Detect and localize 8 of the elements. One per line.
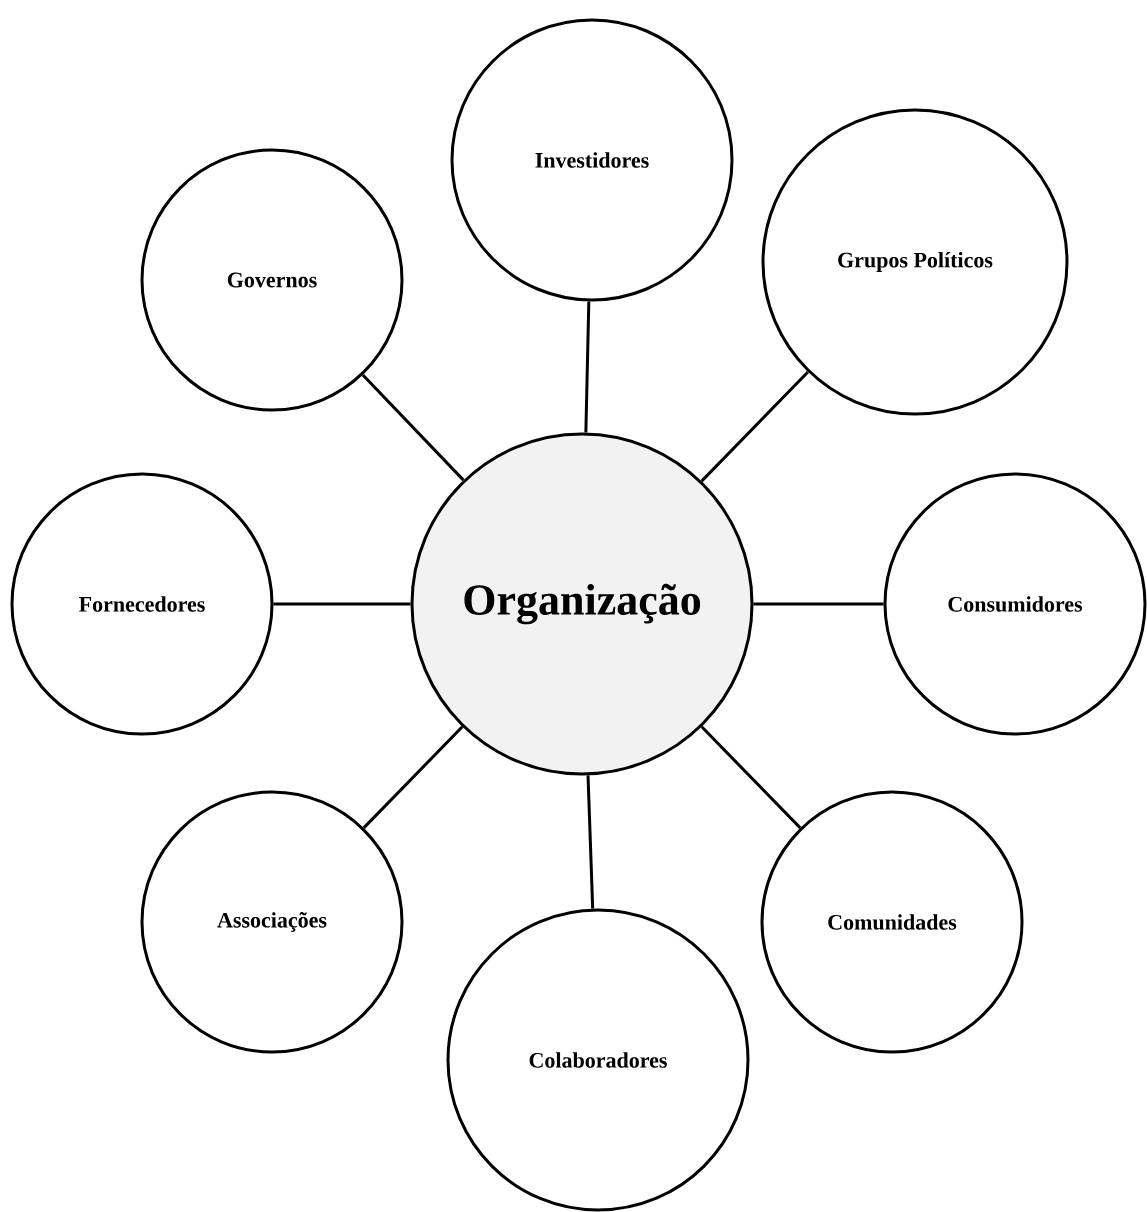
connector-line (753, 602, 884, 606)
connector-line (700, 725, 802, 829)
connector-line (362, 725, 464, 829)
connector-line (273, 602, 411, 606)
connector-line (584, 301, 591, 433)
connector-line (361, 374, 465, 482)
connector-line (700, 370, 809, 483)
connector-line (586, 775, 595, 909)
